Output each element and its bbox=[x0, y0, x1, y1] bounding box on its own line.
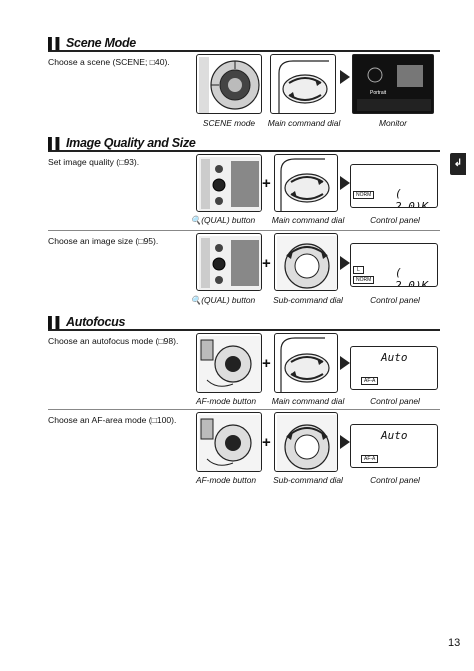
quality-description: Set image quality (□93). bbox=[48, 157, 140, 167]
heading-text: Autofocus bbox=[66, 315, 126, 329]
mode-dial-illustration bbox=[196, 54, 262, 114]
af-area-description: Choose an AF-area mode (□100). bbox=[48, 415, 177, 425]
caption-scene-mode: SCENE mode bbox=[202, 118, 256, 128]
caption-control-panel-2: Control panel bbox=[370, 295, 420, 305]
camera-back-buttons-icon bbox=[199, 157, 261, 211]
main-command-dial-illustration bbox=[270, 54, 336, 114]
control-panel-af-mode: Auto AF-A bbox=[350, 346, 438, 390]
arrow-right-icon bbox=[340, 176, 350, 190]
mode-dial-icon bbox=[199, 57, 260, 113]
lcd-af-value: Auto bbox=[381, 351, 408, 364]
main-command-dial-illustration-2 bbox=[274, 154, 338, 212]
control-panel-af-area: Auto AF-A bbox=[350, 424, 438, 468]
caption-sub-command-dial-2: Sub-command dial bbox=[273, 475, 343, 485]
row-divider bbox=[48, 230, 440, 231]
lcd-quality-tag: NORM bbox=[353, 276, 375, 284]
qual-button-illustration-2 bbox=[196, 233, 262, 291]
sub-command-dial-illustration bbox=[274, 233, 338, 291]
section-heading-image-quality: ▌▌Image Quality and Size bbox=[48, 136, 440, 152]
caption-af-mode-button-2: AF-mode button bbox=[195, 475, 257, 485]
arrow-right-icon bbox=[340, 256, 350, 270]
af-mode-button-icon bbox=[199, 336, 261, 392]
af-mode-description: Choose an autofocus mode (□98). bbox=[48, 336, 179, 346]
lcd-af-tag: AF-A bbox=[361, 455, 379, 463]
monitor-screen-icon bbox=[357, 59, 431, 111]
monitor-illustration: Portrait bbox=[352, 54, 434, 114]
caption-qual-button-2: 🔍(QUAL) button bbox=[190, 295, 256, 305]
camera-back-buttons-icon bbox=[199, 236, 261, 290]
heading-text: Scene Mode bbox=[66, 36, 136, 50]
caption-main-command-dial-3: Main command dial bbox=[271, 396, 345, 406]
section-heading-scene-mode: ▌▌Scene Mode bbox=[48, 36, 440, 52]
lcd-size-tag: L bbox=[353, 266, 364, 274]
plus-sign: + bbox=[262, 434, 271, 451]
sub-command-dial-rotate-icon bbox=[277, 236, 337, 290]
plus-sign: + bbox=[262, 255, 271, 272]
control-panel-quality: NORM ( 2.0)K bbox=[350, 164, 438, 208]
arrow-right-icon bbox=[340, 435, 350, 449]
command-dial-rotate-icon bbox=[280, 158, 330, 211]
caption-af-mode-button: AF-mode button bbox=[195, 396, 257, 406]
main-command-dial-illustration-3 bbox=[274, 333, 338, 393]
sub-command-dial-rotate-icon bbox=[277, 415, 337, 471]
caption-qual-button: 🔍(QUAL) button bbox=[190, 215, 256, 225]
af-mode-button-icon bbox=[199, 415, 261, 471]
af-mode-button-illustration-2 bbox=[196, 412, 262, 472]
lcd-af-value: Auto bbox=[381, 429, 408, 442]
command-dial-rotate-icon bbox=[280, 337, 330, 392]
caption-sub-command-dial: Sub-command dial bbox=[273, 295, 343, 305]
heading-marker: ▌▌ bbox=[48, 317, 63, 329]
lcd-af-tag: AF-A bbox=[361, 377, 379, 385]
size-description: Choose an image size (□95). bbox=[48, 236, 159, 246]
caption-main-command-dial-2: Main command dial bbox=[271, 215, 345, 225]
lcd-shots-remaining: ( 2.0)K bbox=[395, 266, 429, 287]
arrow-right-icon bbox=[340, 70, 350, 84]
sub-command-dial-illustration-2 bbox=[274, 412, 338, 472]
heading-text: Image Quality and Size bbox=[66, 136, 196, 150]
scene-description: Choose a scene (SCENE; □40). bbox=[48, 57, 170, 67]
plus-sign: + bbox=[262, 355, 271, 372]
heading-marker: ▌▌ bbox=[48, 138, 63, 150]
lcd-shots-remaining: ( 2.0)K bbox=[395, 187, 429, 208]
row-divider bbox=[48, 409, 440, 410]
arrow-right-icon bbox=[340, 356, 350, 370]
caption-control-panel: Control panel bbox=[370, 215, 420, 225]
lcd-quality-tag: NORM bbox=[353, 191, 375, 199]
control-panel-size: L NORM ( 2.0)K bbox=[350, 243, 438, 287]
af-mode-button-illustration bbox=[196, 333, 262, 393]
monitor-scene-label: Portrait bbox=[370, 90, 387, 96]
qual-button-illustration bbox=[196, 154, 262, 212]
page-number: 13 bbox=[448, 637, 461, 649]
caption-main-command-dial: Main command dial bbox=[267, 118, 341, 128]
caption-control-panel-4: Control panel bbox=[370, 475, 420, 485]
heading-marker: ▌▌ bbox=[48, 38, 63, 50]
plus-sign: + bbox=[262, 175, 271, 192]
command-dial-rotate-icon bbox=[278, 60, 329, 113]
chapter-tab: ↲ bbox=[450, 153, 466, 175]
section-heading-autofocus: ▌▌Autofocus bbox=[48, 315, 440, 331]
caption-monitor: Monitor bbox=[379, 118, 407, 128]
caption-control-panel-3: Control panel bbox=[370, 396, 420, 406]
